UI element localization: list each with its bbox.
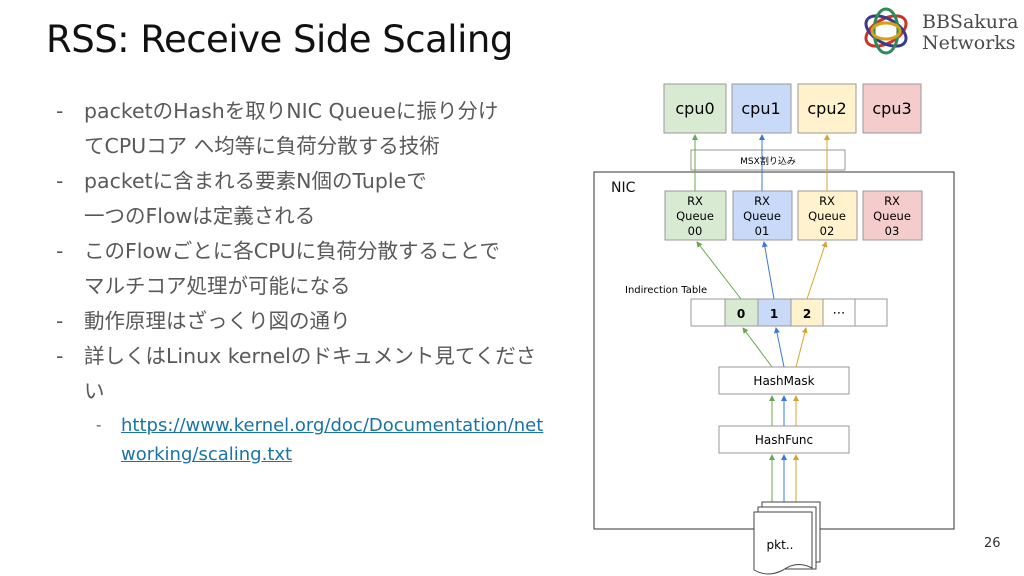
bullet-text: packetに含まれる要素N個のTupleで 一つのFlowは定義される [84,169,427,228]
queue-line: RX [819,194,835,208]
cpu1-label: cpu1 [741,99,780,118]
hashmask-box [718,366,850,395]
packet-stack-icon: pkt.. [753,501,821,575]
indirection-cell: 2 [803,307,811,321]
bullet-dash: - [56,169,64,193]
page-number: 26 [984,536,1001,551]
sub-bullet-item: - https://www.kernel.org/doc/Documentatio… [84,411,586,469]
bullet-item: -詳しくはLinux kernelのドキュメント見てくださ い -https:/… [56,339,586,469]
queue-line: Queue [743,209,781,223]
bullet-text: このFlowごとに各CPUに負荷分散することで マルチコア処理が可能になる [84,239,500,298]
arrow-mask-ind0 [742,327,773,368]
bullet-list: -packetのHashを取りNIC Queueに振り分け てCPUコア へ均等… [56,94,586,469]
arrow-ind1-queue1 [761,241,775,300]
queue-line: 00 [688,224,703,238]
arrow-ind0-queue0 [696,241,742,300]
bullet-dash: - [56,239,64,263]
bullet-text: 詳しくはLinux kernelのドキュメント見てくださ い [84,344,537,403]
bullet-item: -packetに含まれる要素N個のTupleで 一つのFlowは定義される [56,164,586,234]
queue-line: Queue [873,209,911,223]
sub-bullet-list: - https://www.kernel.org/doc/Documentatio… [84,411,586,469]
bullet-text: packetのHashを取りNIC Queueに振り分け てCPUコア へ均等に… [84,99,499,158]
arrow-ind2-queue2 [806,241,828,300]
nic-label: NIC [611,180,636,196]
queue-line: RX [687,194,703,208]
hashfunc-box [718,425,850,454]
bullet-item: -このFlowごとに各CPUに負荷分散することで マルチコア処理が可能になる [56,234,586,304]
rx-queue-03: RX Queue 03 [862,190,923,241]
queue-line: Queue [676,209,714,223]
queue-line: 01 [755,224,770,238]
logo-line-1: BBSakura [922,11,1019,33]
arrow-mask-ind2 [795,327,808,368]
indirection-cell: 1 [770,307,778,321]
bullet-text: 動作原理はざっくり図の通り [84,309,351,333]
bullet-item: -動作原理はざっくり図の通り [56,304,586,339]
kernel-doc-link[interactable]: https://www.kernel.org/doc/Documentation… [121,415,544,465]
indirection-cell: ⋯ [833,306,846,321]
cpu2-label: cpu2 [807,99,846,118]
queue-line: 02 [820,224,835,238]
indirection-cell: 0 [737,307,745,321]
rx-queue-02: RX Queue 02 [797,190,858,241]
bullet-dash: - [56,344,64,368]
sub-bullet-dash: - [96,416,102,434]
indirection-table: 0 1 2 ⋯ [690,298,888,327]
slide-title: RSS: Receive Side Scaling [46,18,513,61]
cpu1-box [731,83,792,134]
msx-label: MSX割り込み [740,155,796,167]
queue-line: 03 [885,224,900,238]
bullet-item: -packetのHashを取りNIC Queueに振り分け てCPUコア へ均等… [56,94,586,164]
rx-queue-01: RX Queue 01 [732,190,793,241]
queue-line: Queue [808,209,846,223]
queue-line: RX [754,194,770,208]
cpu2-box [797,83,857,134]
arrow-mask-ind1 [774,327,785,368]
indirection-table-label: Indirection Table [625,285,707,296]
company-logo: BBSakura Networks [856,4,1024,58]
cpu0-label: cpu0 [675,99,714,118]
cpu3-label: cpu3 [872,99,911,118]
knot-logo-icon [864,7,908,55]
cpu0-box [663,83,727,134]
msx-interrupt-box [690,149,846,171]
queue-line: RX [884,194,900,208]
packet-label: pkt.. [767,538,794,552]
bullet-dash: - [56,99,64,123]
hashfunc-label: HashFunc [755,433,813,447]
hashmask-label: HashMask [753,374,814,388]
logo-line-2: Networks [922,32,1016,54]
bullet-dash: - [56,309,64,333]
rx-queue-00: RX Queue 00 [664,190,727,241]
cpu3-box [862,83,922,134]
